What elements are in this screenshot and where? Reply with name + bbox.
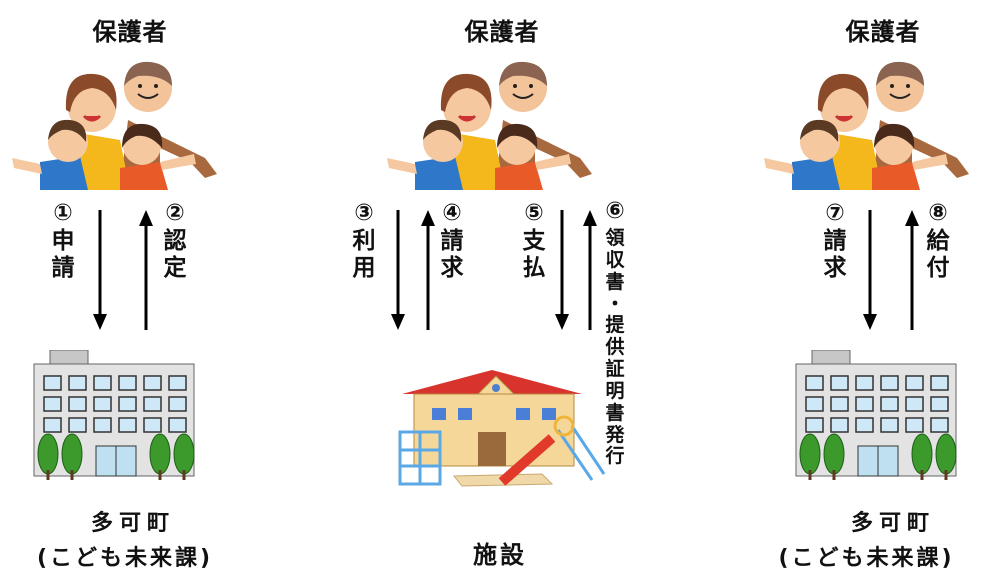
arrow-down-1 bbox=[90, 210, 110, 330]
arrow-up-6 bbox=[580, 210, 600, 330]
arrow-up-4 bbox=[418, 210, 438, 330]
step-7-label: ⑦ 請 求 bbox=[820, 200, 850, 283]
step-2-label: ② 認 定 bbox=[160, 200, 190, 283]
step-1-label: ① 申 請 bbox=[48, 200, 78, 283]
town-hall-icon-2 bbox=[790, 350, 960, 480]
facility-label: 施設 bbox=[473, 541, 527, 569]
department-label-1: (こども未来課) bbox=[36, 546, 214, 571]
step-3-number: ③ bbox=[354, 200, 374, 226]
step-1-text: 申 請 bbox=[51, 227, 75, 282]
town-hall-icon-1 bbox=[28, 350, 198, 480]
arrow-down-7 bbox=[860, 210, 880, 330]
step-3-text: 利 用 bbox=[352, 227, 376, 282]
step-5-number: ⑤ bbox=[524, 200, 544, 226]
step-7-number: ⑦ bbox=[825, 200, 845, 226]
step-3-label: ③ 利 用 bbox=[349, 200, 379, 283]
step-6-number-wrap: ⑥ bbox=[600, 198, 630, 226]
step-5-label: ⑤ 支 払 bbox=[519, 200, 549, 283]
step-8-text: 給 付 bbox=[926, 227, 950, 282]
facility-icon bbox=[392, 366, 607, 491]
step-6-number: ⑥ bbox=[605, 198, 625, 224]
step-8-number: ⑧ bbox=[928, 200, 948, 226]
arrow-up-8 bbox=[902, 210, 922, 330]
step-6-text: 領 収 書 ・ 提 供 証 明 書 発 行 bbox=[605, 227, 625, 468]
arrow-down-5 bbox=[552, 210, 572, 330]
step-2-number: ② bbox=[165, 200, 185, 226]
town-label-1: 多可町 bbox=[90, 511, 175, 536]
step-2-text: 認 定 bbox=[163, 227, 187, 282]
department-label-2: (こども未来課) bbox=[778, 546, 955, 571]
guardian-label-1: 保護者 bbox=[92, 18, 168, 46]
family-icon-1 bbox=[10, 50, 225, 190]
guardian-label-3: 保護者 bbox=[845, 18, 921, 46]
step-7-text: 請 求 bbox=[823, 227, 847, 282]
town-label-2: 多可町 bbox=[850, 511, 935, 536]
family-icon-3 bbox=[762, 50, 977, 190]
arrow-up-2 bbox=[136, 210, 156, 330]
guardian-label-2: 保護者 bbox=[464, 18, 540, 46]
arrow-down-3 bbox=[388, 210, 408, 330]
step-8-label: ⑧ 給 付 bbox=[923, 200, 953, 283]
step-5-text: 支 払 bbox=[522, 227, 546, 282]
family-icon-2 bbox=[385, 50, 600, 190]
step-4-number: ④ bbox=[442, 200, 462, 226]
step-4-text: 請 求 bbox=[440, 227, 464, 282]
step-1-number: ① bbox=[53, 200, 73, 226]
step-4-label: ④ 請 求 bbox=[437, 200, 467, 283]
